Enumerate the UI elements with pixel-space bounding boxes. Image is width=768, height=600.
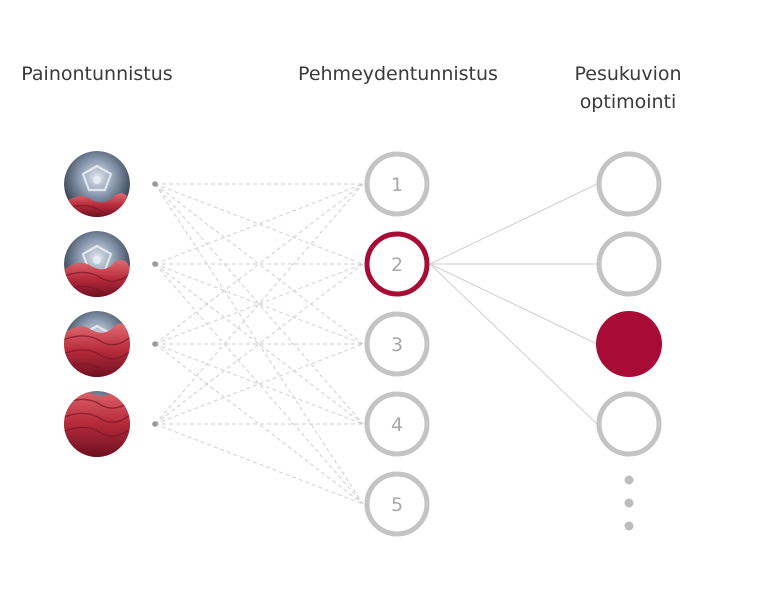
connection-weight3-softness1 xyxy=(154,183,364,345)
softness-node-4: 4 xyxy=(364,391,430,457)
drum-hub xyxy=(93,176,101,184)
weight-node-3 xyxy=(64,311,158,377)
weight-node-2 xyxy=(64,231,158,297)
connection-weight2-softness1 xyxy=(154,183,364,265)
connection-weight1-softness5 xyxy=(154,183,364,505)
connection-weight2-softness3 xyxy=(154,263,364,345)
ellipsis-dot-1 xyxy=(624,475,634,485)
fabric-fold xyxy=(64,335,130,346)
softness-node-1: 1 xyxy=(364,151,430,217)
connection-weight3-softness2 xyxy=(154,263,364,345)
connection-weight4-softness5 xyxy=(154,423,364,505)
fabric-load xyxy=(64,260,130,297)
softness-level-label: 5 xyxy=(391,494,403,516)
drum-paddle-icon xyxy=(81,164,113,192)
softness-node-3: 3 xyxy=(364,311,430,377)
optimization-node-4 xyxy=(596,391,662,457)
weight-output-dot xyxy=(152,341,158,347)
weight-output-dot xyxy=(152,181,158,187)
softness-to-optimization-connections xyxy=(429,183,598,425)
softness-node-5: 5 xyxy=(364,471,430,537)
connection-weight3-softness5 xyxy=(154,343,364,505)
optimization-nodes xyxy=(596,151,662,457)
optimization-node-selected xyxy=(596,311,662,377)
connection-softness-to-option4 xyxy=(429,263,598,425)
ellipsis-dot-3 xyxy=(624,521,634,531)
fabric-fold xyxy=(64,349,130,360)
softness-level-label: 3 xyxy=(391,334,403,356)
fabric-load xyxy=(64,391,130,457)
softness-node-ring xyxy=(364,311,430,377)
ellipsis-dot-2 xyxy=(624,498,634,508)
softness-node-ring xyxy=(364,151,430,217)
optimization-node-1 xyxy=(596,151,662,217)
softness-detection-title: Pehmeydentunnistus xyxy=(298,63,498,85)
softness-level-label: 4 xyxy=(391,414,403,436)
connection-softness-to-option3 xyxy=(429,263,598,345)
softness-node-selected-ring xyxy=(364,231,430,297)
connection-weight1-softness4 xyxy=(154,183,364,425)
softness-node-ring xyxy=(364,471,430,537)
optimization-title-line1: Pesukuvion xyxy=(574,63,682,85)
connection-weight4-softness2 xyxy=(154,263,364,425)
connection-weight4-softness1 xyxy=(154,183,364,425)
connection-weight4-softness3 xyxy=(154,343,364,425)
weight-node-1 xyxy=(64,151,158,217)
weight-output-dot xyxy=(152,261,158,267)
softness-level-label: 2 xyxy=(391,254,403,276)
connection-weight2-softness5 xyxy=(154,263,364,505)
softness-node-2: 2 xyxy=(364,231,430,297)
weight-to-softness-connections xyxy=(154,183,364,505)
fabric-fold xyxy=(64,426,130,437)
more-options-ellipsis xyxy=(624,475,634,531)
weight-nodes xyxy=(64,151,158,457)
connection-weight2-softness4 xyxy=(154,263,364,425)
connection-weight1-softness3 xyxy=(154,183,364,345)
drum-hub xyxy=(93,256,101,264)
fabric-fold xyxy=(64,398,130,409)
fabric-fold xyxy=(64,412,130,423)
connection-weight1-softness2 xyxy=(154,183,364,265)
fabric-load xyxy=(64,193,130,217)
fabric-fold xyxy=(64,271,130,282)
softness-node-ring xyxy=(364,391,430,457)
wash-pattern-optimization-title: Pesukuvion optimointi xyxy=(548,60,708,116)
softness-level-label: 1 xyxy=(391,174,403,196)
connection-softness-to-option1 xyxy=(429,183,598,265)
optimization-title-line2: optimointi xyxy=(579,91,677,113)
weight-detection-title: Painontunnistus xyxy=(21,63,173,85)
optimization-node-2 xyxy=(596,231,662,297)
weight-node-4 xyxy=(64,391,158,457)
softness-nodes: 1 2 3 4 5 xyxy=(364,151,430,537)
weight-output-dot xyxy=(152,421,158,427)
connection-weight3-softness4 xyxy=(154,343,364,425)
